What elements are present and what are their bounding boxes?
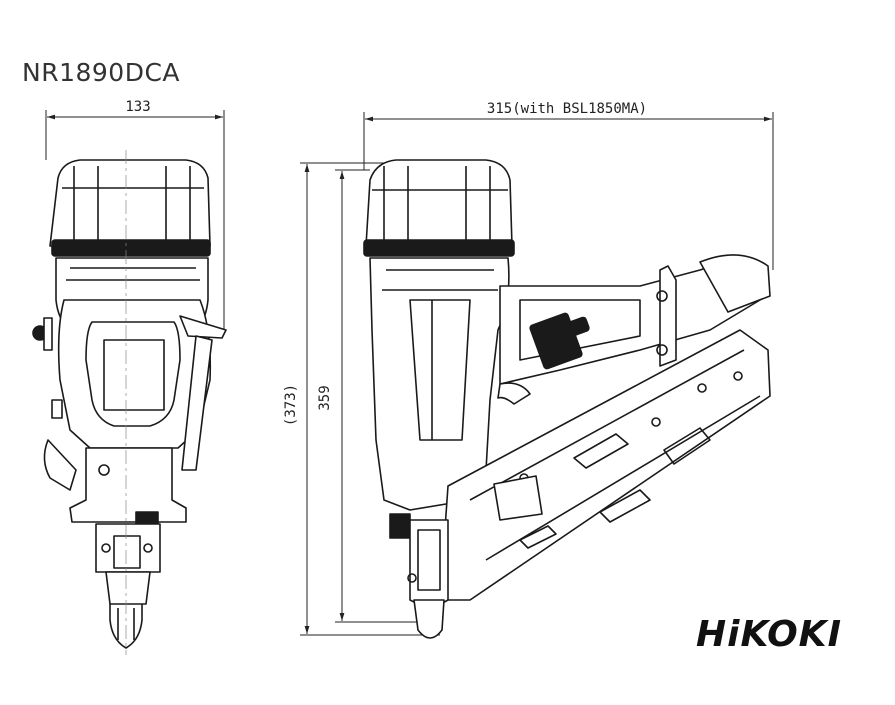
front-width-label: 133 (125, 99, 150, 115)
overall-height-label: (373) (283, 384, 299, 426)
front-view (32, 150, 227, 655)
height-label: 359 (317, 385, 333, 410)
model-title: NR1890DCA (22, 58, 181, 87)
side-length-label: 315(with BSL1850MA) (487, 101, 647, 117)
side-view (363, 159, 771, 639)
dimension-length-side (363, 112, 774, 270)
dimension-width-front (45, 110, 225, 330)
hikoki-logo: HiKOKI (696, 614, 842, 655)
